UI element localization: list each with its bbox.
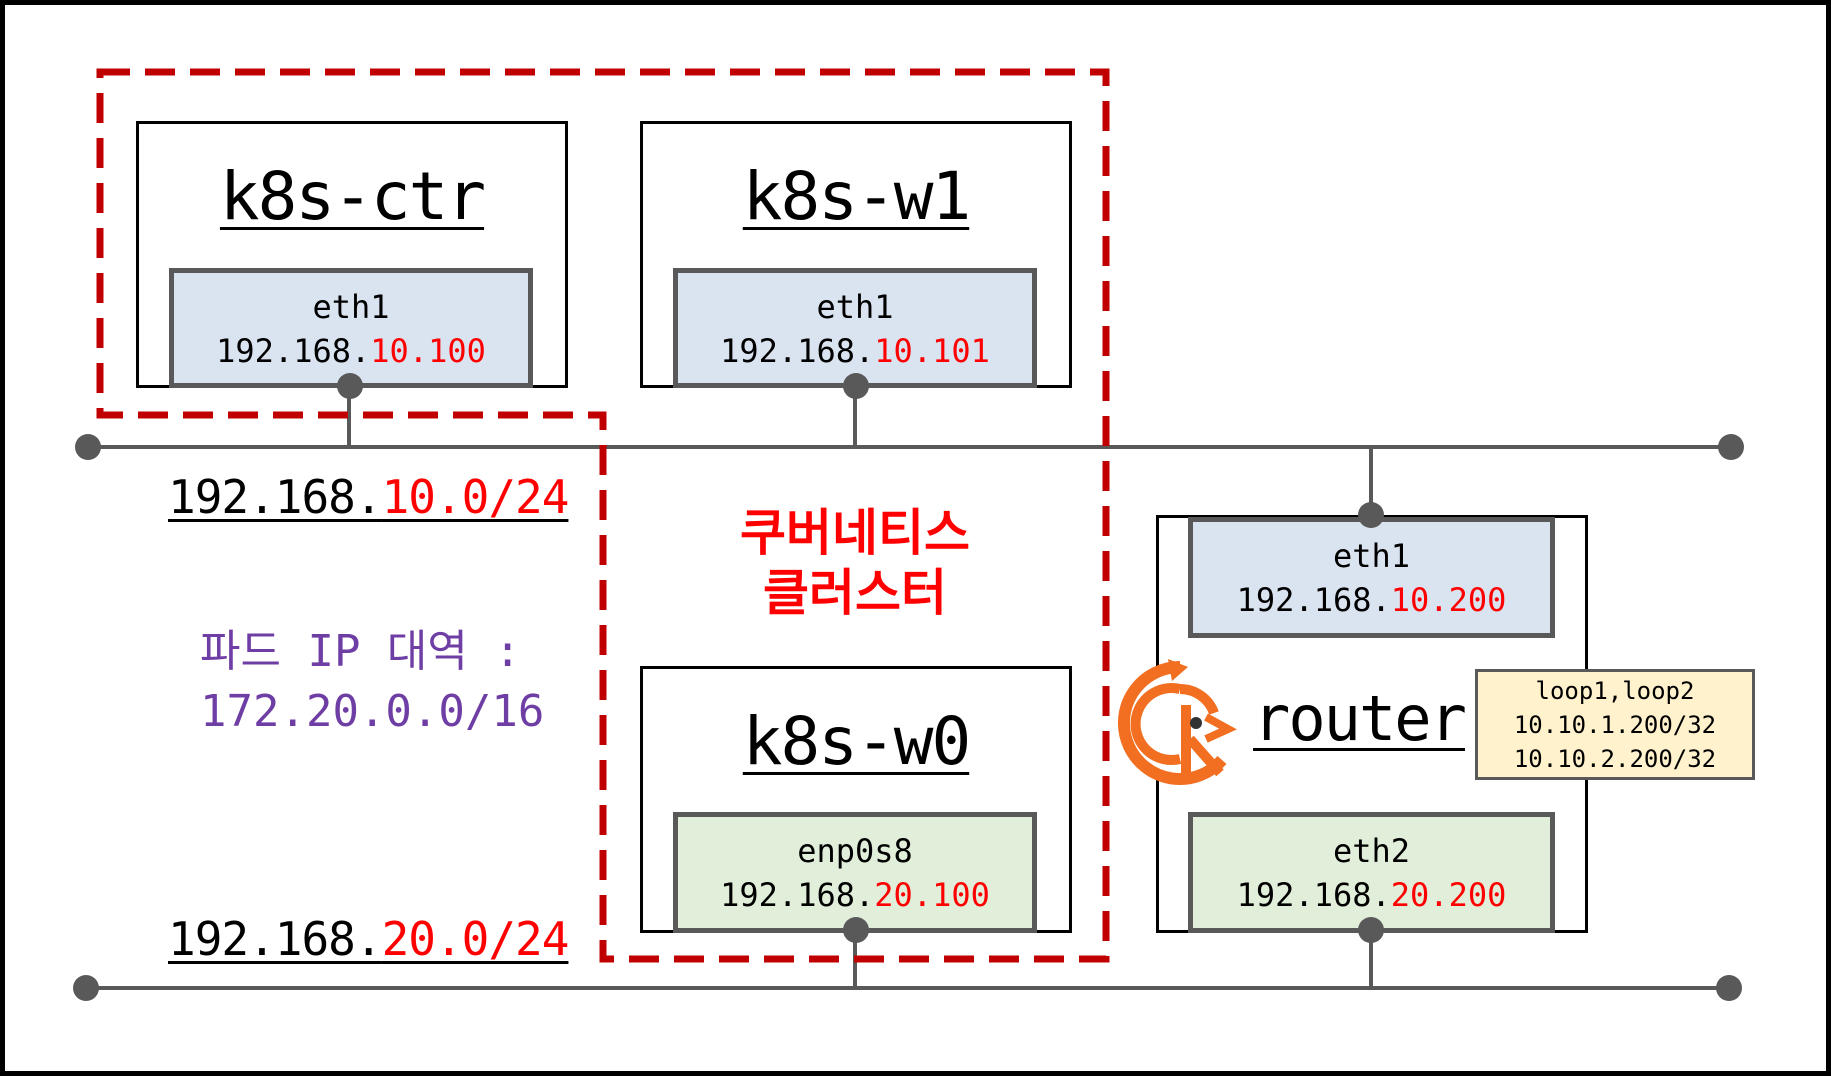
pod-cidr-label: 파드 IP 대역 : 172.20.0.0/16	[200, 622, 544, 742]
cluster-label-line2: 클러스터	[763, 564, 947, 622]
ctr-link	[347, 385, 351, 447]
bus-10-right-endpoint	[1718, 434, 1744, 460]
router-eth1-port	[1358, 502, 1384, 528]
bus-20-right-endpoint	[1716, 975, 1742, 1001]
iface-ip-prefix: 192.168.	[1236, 876, 1391, 914]
network-suffix: 20.0/24	[381, 912, 570, 966]
iface-ip-suffix: 10.101	[874, 332, 990, 370]
node-title: k8s-w0	[742, 703, 971, 780]
iface-name: eth1	[816, 288, 894, 326]
iface-ip-suffix: 10.200	[1390, 581, 1507, 619]
ctr-port	[337, 373, 363, 399]
network-prefix: 192.168.	[168, 912, 383, 966]
iface-ip-prefix: 192.168.	[216, 332, 371, 370]
iface-name: eth1	[1332, 537, 1411, 575]
router-eth2-link	[1369, 930, 1373, 988]
network-prefix: 192.168.	[168, 470, 383, 524]
router-eth2: eth2 192.168.20.200	[1188, 812, 1555, 933]
network-label-10: 192.168.10.0/24	[168, 470, 570, 524]
k8s-w1-eth1: eth1 192.168.10.101	[673, 268, 1037, 388]
node-title: k8s-ctr	[219, 158, 486, 235]
iface-ip-prefix: 192.168.	[720, 332, 875, 370]
iface-ip-suffix: 10.100	[370, 332, 486, 370]
k8s-w0-enp0s8: enp0s8 192.168.20.100	[673, 812, 1037, 933]
pod-cidr-line1: 파드 IP 대역 :	[200, 626, 521, 677]
network-bus-10	[88, 445, 1731, 449]
bus-10-left-endpoint	[75, 434, 101, 460]
bus-20-left-endpoint	[73, 975, 99, 1001]
iface-ip-prefix: 192.168.	[1236, 581, 1391, 619]
iface-name: enp0s8	[797, 832, 913, 870]
network-bus-20	[86, 986, 1729, 990]
loopback-ip-2: 10.10.2.200/32	[1513, 745, 1717, 773]
loopback-names: loop1,loop2	[1535, 677, 1695, 705]
router-eth1-link	[1369, 447, 1373, 515]
iface-ip-prefix: 192.168.	[720, 876, 875, 914]
k8s-ctr-eth1: eth1 192.168.10.100	[169, 268, 533, 388]
router-eth2-port	[1358, 917, 1384, 943]
iface-ip-suffix: 20.200	[1390, 876, 1507, 914]
w0-port	[843, 917, 869, 943]
w1-link	[853, 385, 857, 447]
cluster-label: 쿠버네티스 클러스터	[672, 503, 1038, 623]
cluster-label-line1: 쿠버네티스	[740, 504, 970, 562]
iface-name: eth2	[1332, 832, 1411, 870]
iface-name: eth1	[312, 288, 390, 326]
router-loopback-box: loop1,loop2 10.10.1.200/32 10.10.2.200/3…	[1475, 669, 1755, 780]
router-eth1: eth1 192.168.10.200	[1188, 517, 1555, 638]
network-suffix: 10.0/24	[381, 470, 570, 524]
pod-cidr-line2: 172.20.0.0/16	[200, 686, 545, 737]
network-label-20: 192.168.20.0/24	[168, 912, 570, 966]
node-title: k8s-w1	[742, 158, 971, 235]
iface-ip-suffix: 20.100	[874, 876, 990, 914]
router-title: router	[1253, 682, 1467, 755]
frr-router-logo-icon	[1117, 659, 1237, 785]
w1-port	[843, 373, 869, 399]
loopback-ip-1: 10.10.1.200/32	[1513, 711, 1717, 739]
